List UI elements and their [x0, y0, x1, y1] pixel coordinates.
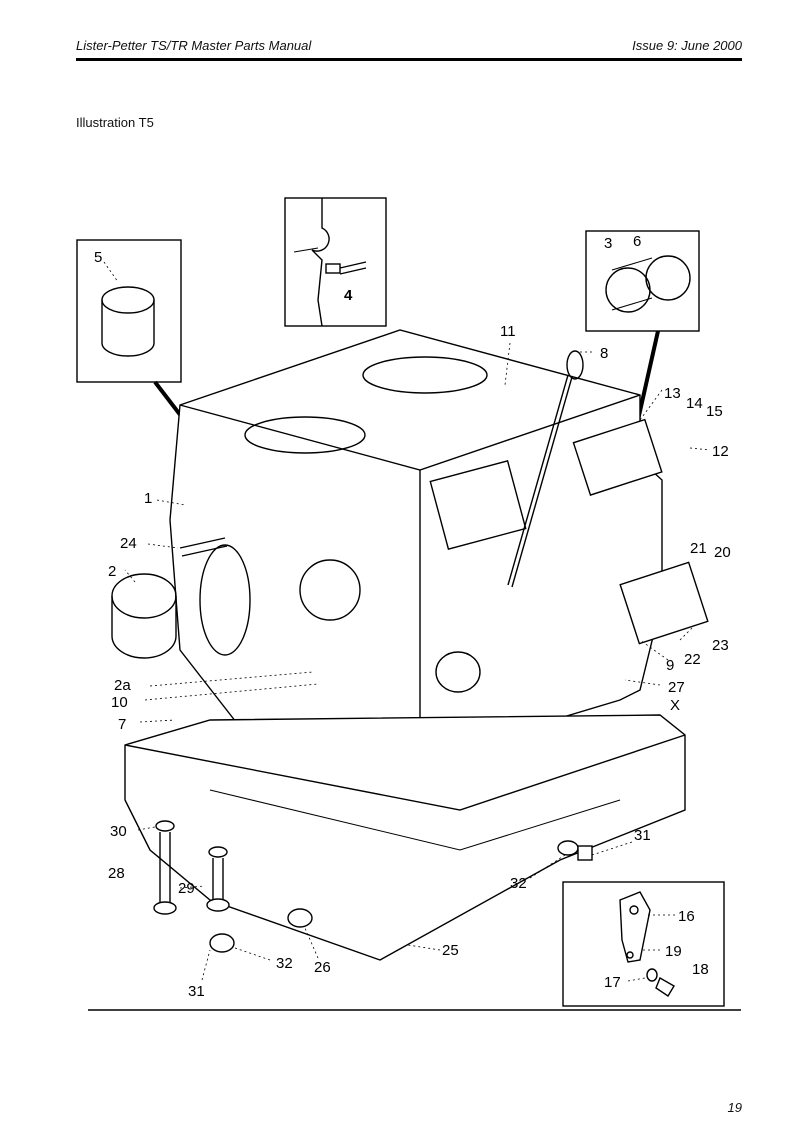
- callout-labels: 5 4 3 6 11 8 13 14 15 12 1 24 21 20 2 23…: [94, 233, 731, 1000]
- callout-27: 27: [668, 679, 685, 696]
- callout-9: 9: [666, 657, 674, 674]
- bearing-shell-2: [111, 573, 177, 659]
- inset-stud-4: [284, 197, 387, 327]
- inset-bearings-3-6: [585, 230, 700, 332]
- callout-19: 19: [665, 943, 682, 960]
- callout-2: 2: [108, 563, 116, 580]
- callout-28: 28: [108, 865, 125, 882]
- callout-21: 21: [690, 540, 707, 557]
- callout-8: 8: [600, 345, 608, 362]
- callout-26: 26: [314, 959, 331, 976]
- header-rule: [76, 58, 742, 61]
- callout-16: 16: [678, 908, 695, 925]
- page-number: 19: [727, 1100, 742, 1115]
- callout-1: 1: [144, 490, 152, 507]
- crankcase-block: [169, 329, 709, 761]
- header-issue: Issue 9: June 2000: [632, 38, 742, 53]
- callout-31-left: 31: [188, 983, 205, 1000]
- inset-bracket-16-19: [562, 881, 725, 1007]
- callout-32-right: 32: [510, 875, 527, 892]
- callout-7: 7: [118, 716, 126, 733]
- sump-bolts: [153, 820, 593, 915]
- callout-leaders: [124, 342, 711, 982]
- callout-29: 29: [178, 880, 195, 897]
- header-title: Lister-Petter TS/TR Master Parts Manual: [76, 38, 312, 53]
- callout-10: 10: [111, 694, 128, 711]
- callout-12: 12: [712, 443, 729, 460]
- callout-11: 11: [500, 323, 516, 340]
- callout-15: 15: [706, 403, 723, 420]
- callout-14: 14: [686, 395, 703, 412]
- callout-2a: 2a: [114, 677, 131, 694]
- callout-x: X: [670, 697, 680, 714]
- sump-pan: [124, 714, 686, 961]
- illustration-caption: Illustration T5: [76, 115, 154, 130]
- callout-22: 22: [684, 651, 701, 668]
- callout-3: 3: [604, 235, 612, 252]
- callout-23: 23: [712, 637, 729, 654]
- callout-13: 13: [664, 385, 681, 402]
- callout-17: 17: [604, 974, 621, 991]
- callout-24: 24: [120, 535, 137, 552]
- callout-30: 30: [110, 823, 127, 840]
- callout-6: 6: [633, 233, 641, 250]
- callout-32-left: 32: [276, 955, 293, 972]
- callout-4: 4: [344, 287, 353, 304]
- callout-25: 25: [442, 942, 459, 959]
- callout-31-right: 31: [634, 827, 651, 844]
- inset-bearing-5: [76, 239, 182, 383]
- callout-20: 20: [714, 544, 731, 561]
- callout-18: 18: [692, 961, 709, 978]
- callout-5: 5: [94, 249, 102, 266]
